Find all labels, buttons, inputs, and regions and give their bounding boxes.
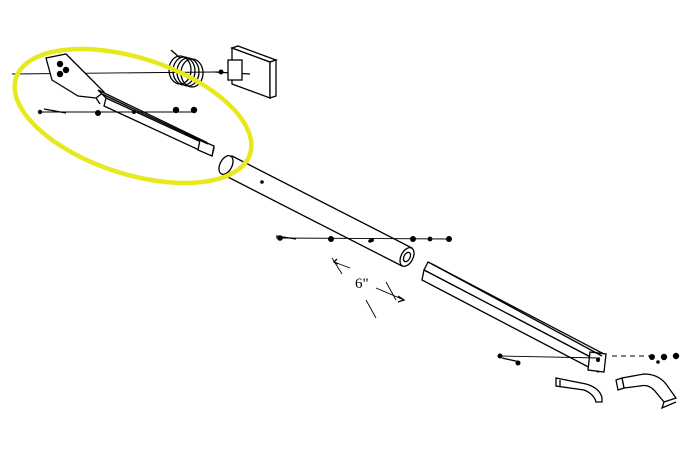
rear-rail-section: [421, 261, 607, 373]
curved-bracket-small: [555, 377, 603, 403]
trolley-plate: [45, 53, 105, 105]
six-inch-dimension: 6": [331, 257, 406, 319]
front-rail-section: [97, 89, 215, 157]
upper-fastener-row: [37, 106, 198, 116]
lower-fastener-row: [497, 352, 680, 366]
header-bracket: [214, 45, 278, 99]
highlight-ellipse: [12, 46, 254, 186]
curved-end-bracket: [615, 373, 678, 410]
dimension-label: 6": [355, 276, 369, 292]
middle-fastener-row: [275, 235, 452, 242]
main-rail-tube: [218, 155, 415, 267]
